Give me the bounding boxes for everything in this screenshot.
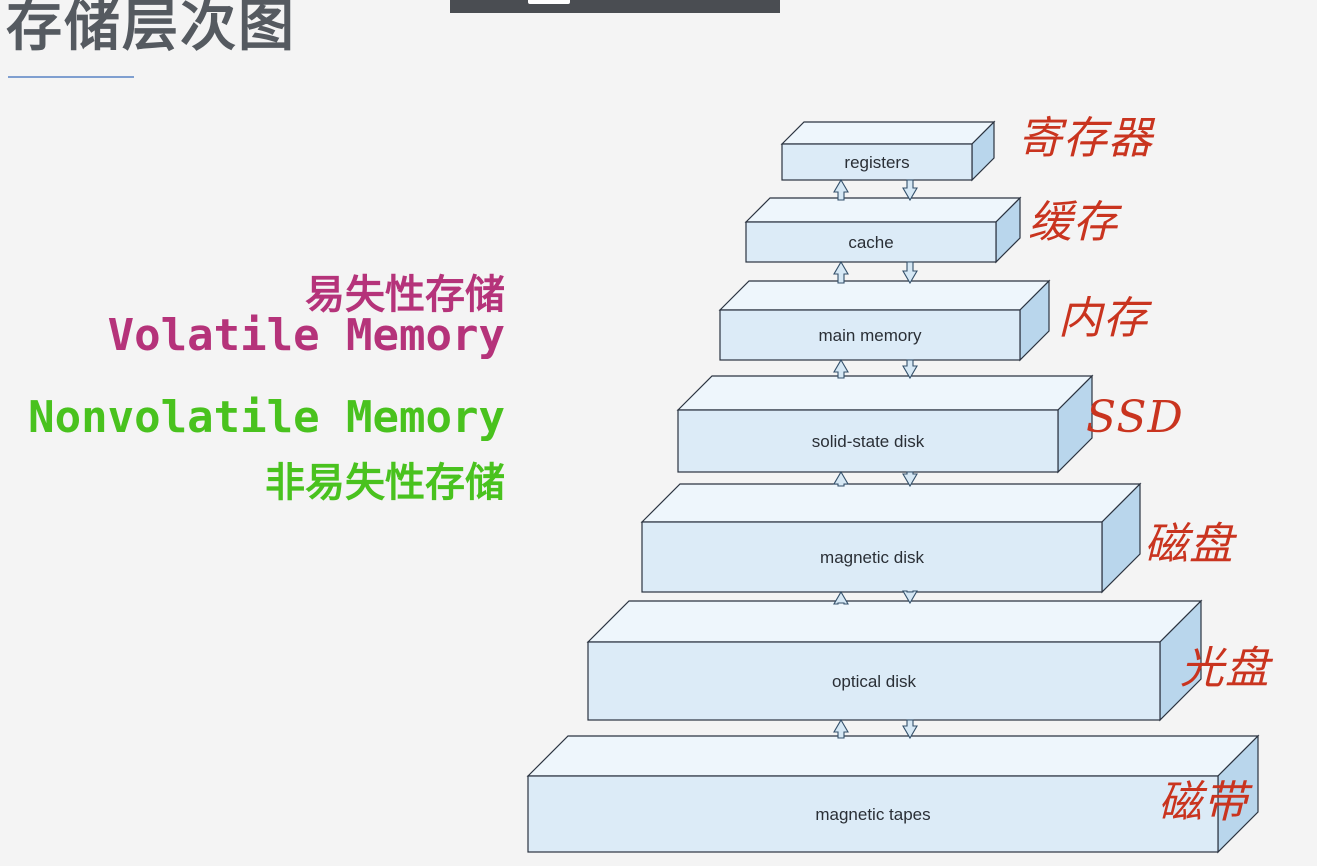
cache-label: cache <box>848 233 893 252</box>
registers-label: registers <box>844 153 909 172</box>
note-cache: 缓存 <box>1028 197 1118 248</box>
magnetic-disk-box-front <box>641 521 1103 593</box>
cache-box-top <box>744 197 1022 223</box>
volatile-label-zh: 易失性存储 <box>305 272 505 318</box>
note-main-memory: 内存 <box>1058 293 1148 344</box>
optical-disk-box-front <box>587 641 1161 721</box>
magnetic-disk-label: magnetic disk <box>820 548 924 567</box>
optical-disk-to-magnetic-tapes-up-arrow <box>833 718 849 739</box>
registers-box-front <box>781 143 973 181</box>
solid-state-disk-box-front <box>677 409 1059 473</box>
magnetic-tapes-box-front <box>527 775 1219 853</box>
note-magnetic-tapes: 磁带 <box>1158 777 1248 828</box>
note-registers: 寄存器 <box>1018 113 1153 164</box>
optical-disk-box-top <box>586 600 1203 643</box>
magnetic-disk-to-optical-disk-down-arrow <box>902 590 918 605</box>
nonvolatile-label-en: Nonvolatile Memory <box>28 392 505 443</box>
top-bar-handle[interactable] <box>528 0 570 4</box>
optical-disk-label: optical disk <box>832 672 917 691</box>
note-optical-disk: 光盘 <box>1180 643 1270 694</box>
magnetic-disk-to-optical-disk-up-arrow <box>833 590 849 605</box>
volatile-label-en: Volatile Memory <box>107 310 505 361</box>
cache-to-main-memory-down-arrow <box>902 261 918 285</box>
registers-to-cache-down-arrow <box>902 179 918 202</box>
slide-title: 存储层次图 <box>6 0 296 59</box>
cache-box-front <box>745 221 997 263</box>
main-memory-box-front <box>719 309 1021 361</box>
registers-to-cache-up-arrow <box>833 178 849 201</box>
cache-to-main-memory-up-arrow <box>833 260 849 284</box>
main-memory-to-solid-state-disk-up-arrow <box>833 358 849 379</box>
solid-state-disk-to-magnetic-disk-down-arrow <box>902 471 918 488</box>
nonvolatile-label-zh: 非易失性存储 <box>265 460 505 506</box>
solid-state-disk-box-top <box>676 375 1094 411</box>
magnetic-tapes-label: magnetic tapes <box>815 805 930 824</box>
main-memory-label: main memory <box>819 326 922 345</box>
registers-box-top <box>780 121 996 145</box>
title-underline <box>8 76 134 78</box>
magnetic-tapes-box-top <box>526 735 1260 777</box>
magnetic-disk-box-top <box>640 483 1142 523</box>
main-memory-to-solid-state-disk-down-arrow <box>902 359 918 380</box>
note-solid-state-disk: SSD <box>1086 392 1184 443</box>
solid-state-disk-label: solid-state disk <box>812 432 925 451</box>
solid-state-disk-to-magnetic-disk-up-arrow <box>833 470 849 487</box>
optical-disk-to-magnetic-tapes-down-arrow <box>902 719 918 740</box>
note-magnetic-disk: 磁盘 <box>1144 519 1234 570</box>
main-memory-box-top <box>718 280 1051 311</box>
window-top-bar <box>450 0 780 13</box>
